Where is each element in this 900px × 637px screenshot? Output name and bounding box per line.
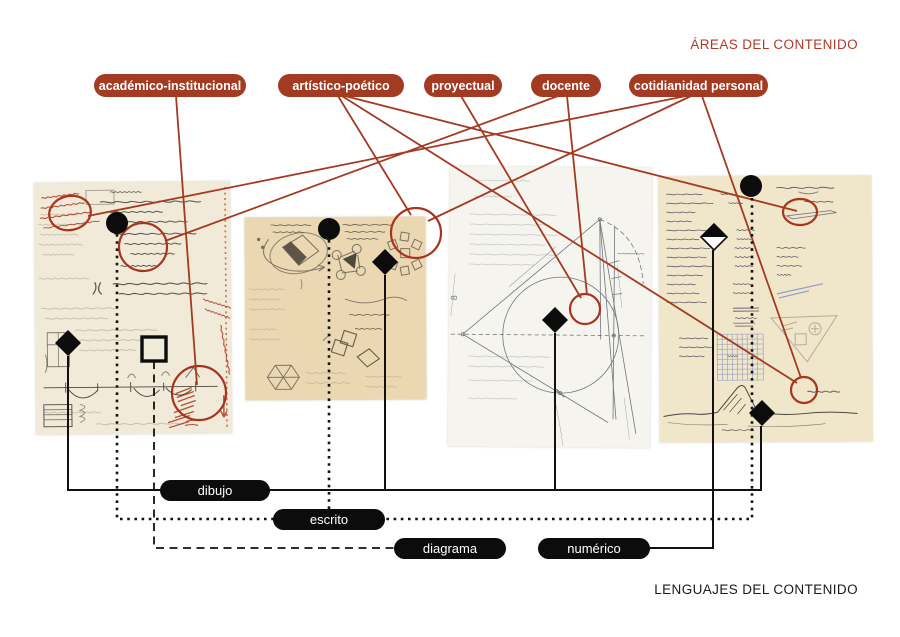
notebook-page-1 <box>33 181 233 435</box>
area-pill-proyectual: proyectual <box>424 74 502 97</box>
page-1-sketch <box>37 187 232 429</box>
svg-text:8: 8 <box>449 295 459 300</box>
line-artistico-to-page2 <box>337 95 412 216</box>
area-pill-cotidianidad: cotidianidad personal <box>629 74 768 97</box>
language-pill-numerico: numérico <box>538 538 650 559</box>
language-pill-dibujo: dibujo <box>160 480 270 501</box>
notebook-page-3: 8 <box>447 166 653 448</box>
page-4-sketch <box>663 186 858 432</box>
languages-title: LENGUAJES DEL CONTENIDO <box>654 582 858 597</box>
page-3-sketch: 8 <box>449 179 645 447</box>
notebook-page-4 <box>658 175 873 443</box>
areas-title: ÁREAS DEL CONTENIDO <box>690 37 858 52</box>
language-pill-escrito: escrito <box>273 509 385 530</box>
area-pill-academico: académico-institucional <box>94 74 246 97</box>
language-pill-diagrama: diagrama <box>394 538 506 559</box>
page-2-sketch <box>248 223 423 390</box>
area-pill-artistico: artístico-poético <box>278 74 404 97</box>
area-pill-docente: docente <box>531 74 601 97</box>
notebook-page-2 <box>244 216 427 401</box>
